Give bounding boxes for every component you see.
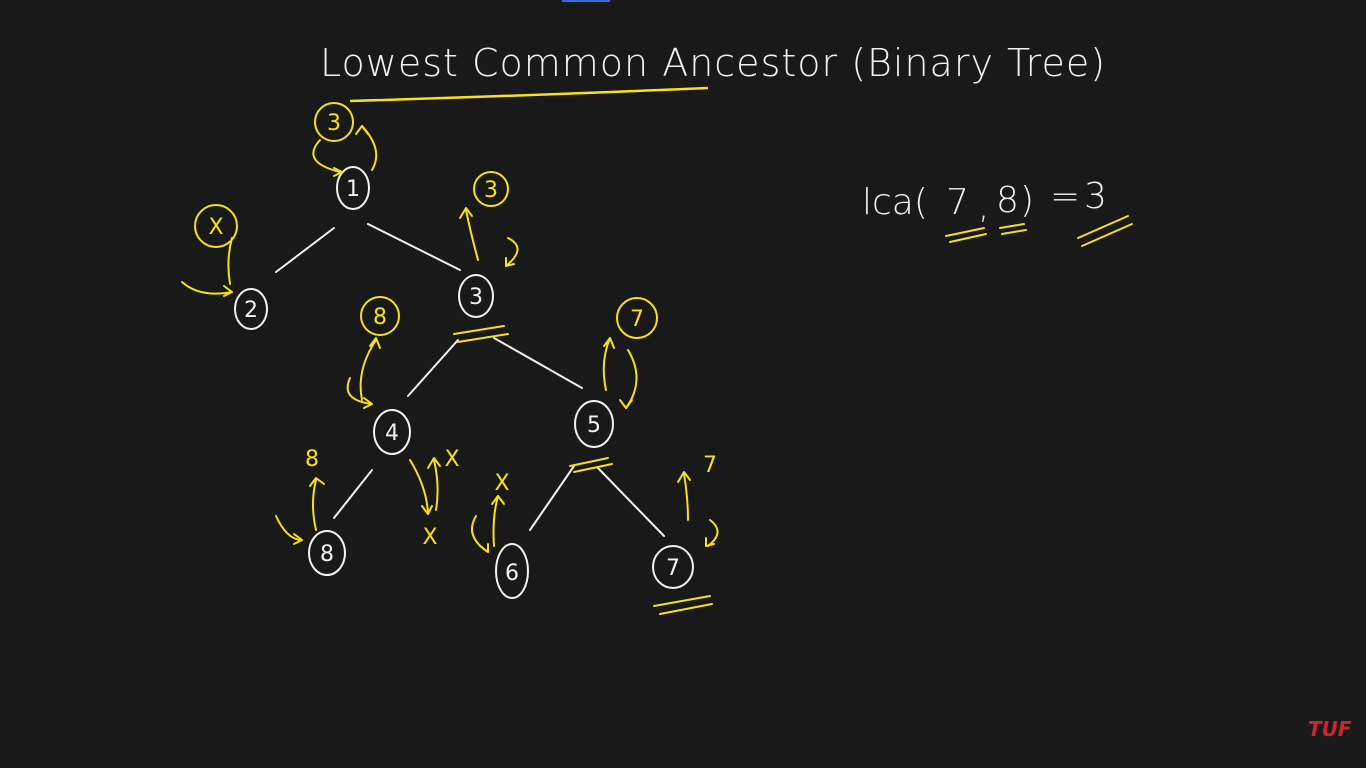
tree-node-1-label: 1 — [346, 177, 360, 202]
arrow-call-8 — [275, 515, 301, 541]
return-label-7: 7 — [703, 453, 717, 478]
tree-node-2-label: 2 — [244, 298, 258, 323]
arrow-return-6 — [492, 495, 499, 547]
arrow-return-3 — [465, 209, 479, 261]
note-close-paren: ) — [1020, 180, 1034, 221]
note-arg-7: 7 — [946, 182, 969, 223]
underline-arg-8 — [999, 223, 1027, 235]
arrow-return-2 — [227, 237, 233, 285]
tree-node-4-label: 4 — [385, 421, 399, 446]
underline-arg-7 — [945, 227, 987, 243]
progress-marker — [562, 0, 610, 2]
arrow-head-return-3 — [459, 207, 473, 219]
arrow-head-call-8 — [293, 533, 303, 545]
arrow-head-return-4-null — [427, 457, 441, 469]
arrow-head-return-8 — [309, 477, 325, 487]
return-label-6: X — [494, 471, 509, 496]
tree-node-6-label: 6 — [505, 561, 519, 586]
return-circle-1 — [314, 102, 354, 142]
return-label-8: 8 — [305, 447, 319, 472]
arrow-call-4-null — [409, 459, 429, 513]
edge-5-6 — [529, 465, 575, 531]
edge-3-4 — [407, 339, 459, 397]
return-circle-3 — [473, 171, 509, 207]
tree-node-5 — [574, 400, 614, 448]
return-circle-2 — [194, 204, 238, 248]
return-label-1: 3 — [327, 111, 341, 136]
note-comma: , — [978, 186, 989, 227]
tree-node-3 — [458, 274, 494, 318]
tree-node-2 — [234, 288, 268, 330]
tuf-watermark-logo: TUF — [1308, 717, 1352, 741]
return-label-4: 8 — [373, 305, 387, 330]
arrow-call-5 — [625, 349, 638, 409]
arrow-return-8 — [312, 479, 317, 531]
arrow-head-call-2 — [223, 285, 233, 297]
arrow-head-call-6 — [479, 543, 489, 553]
return-circle-5 — [616, 297, 658, 339]
underline-node-3 — [453, 325, 509, 343]
return-label-4-null-top: X — [444, 447, 459, 472]
arrow-call-3 — [505, 237, 519, 267]
tree-node-1 — [336, 166, 370, 210]
arrow-head-call-7 — [705, 537, 715, 547]
arrow-return-7 — [683, 473, 689, 521]
arrow-call-2 — [181, 281, 233, 295]
arrow-call-1 — [312, 139, 341, 173]
page-title: Lowest Common Ancestor (Binary Tree) — [320, 41, 1106, 85]
note-arg-8: 8 — [996, 180, 1019, 221]
arrow-head-call-4 — [363, 397, 373, 409]
return-label-5: 7 — [630, 307, 644, 332]
tree-node-8-label: 8 — [320, 542, 334, 567]
arrow-return-4-null — [433, 459, 439, 511]
arrow-head-call-5 — [619, 399, 633, 409]
arrow-head-return-6 — [491, 495, 505, 505]
tree-node-8 — [308, 530, 346, 576]
underline-node-7 — [653, 595, 713, 615]
arrow-call-4 — [346, 377, 373, 405]
note-lca-prefix: lca( — [862, 182, 928, 223]
arrow-return-1 — [361, 125, 378, 171]
edge-1-2 — [275, 227, 335, 273]
arrow-head-return-7 — [677, 471, 691, 483]
arrow-head-return-5 — [603, 337, 615, 349]
tree-node-5-label: 5 — [587, 413, 601, 438]
tree-node-7-label: 7 — [666, 556, 680, 581]
note-result: 3 — [1084, 176, 1107, 217]
title-underline — [349, 86, 709, 103]
arrow-head-return-1 — [355, 125, 369, 135]
tree-node-6 — [495, 543, 529, 599]
tree-node-7 — [652, 545, 694, 589]
arrow-head-call-4-null — [421, 505, 433, 515]
arrow-return-4 — [359, 339, 377, 401]
return-label-3: 3 — [484, 178, 498, 203]
underline-result — [1077, 215, 1133, 247]
edge-5-7 — [597, 467, 665, 537]
tree-node-3-label: 3 — [469, 285, 483, 310]
note-equals: = — [1050, 176, 1080, 217]
arrow-head-call-3 — [505, 257, 515, 267]
return-label-2: X — [208, 215, 223, 240]
return-label-4-null: X — [422, 525, 437, 550]
edge-1-3 — [367, 223, 461, 271]
arrow-head-call-1 — [333, 167, 343, 177]
underline-node-5 — [569, 457, 613, 473]
arrow-return-5 — [602, 337, 611, 391]
edge-4-8 — [333, 469, 373, 519]
tree-node-4 — [373, 409, 411, 455]
arrow-head-return-4 — [369, 337, 381, 349]
arrow-call-7 — [707, 519, 719, 547]
edge-3-5 — [493, 337, 583, 389]
return-circle-4 — [360, 296, 400, 336]
